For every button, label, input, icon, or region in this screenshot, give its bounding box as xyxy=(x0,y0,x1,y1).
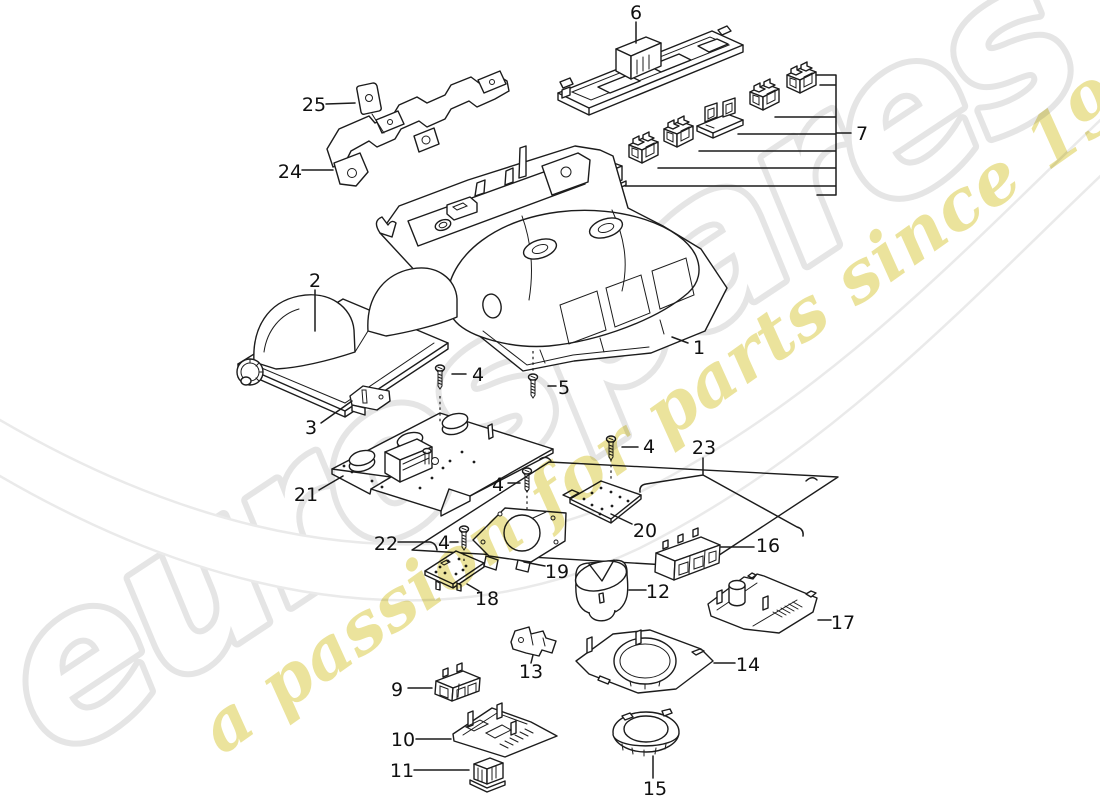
part-16-switch-drawing xyxy=(654,527,721,581)
part-callout-22: 22 xyxy=(374,533,398,555)
part-17-mount-plate-drawing xyxy=(707,572,818,634)
screw-axis-lines xyxy=(439,351,612,561)
part-callout-4: 4 xyxy=(643,436,655,458)
part-15-ring-drawing xyxy=(612,708,680,757)
part-13-clamp-drawing xyxy=(510,626,557,657)
part-11-holder-drawing xyxy=(469,757,506,793)
part-9-switch-drawing xyxy=(434,662,481,702)
part-25-clip-drawing xyxy=(356,82,385,134)
part-14-ring-frame-drawing xyxy=(575,629,714,694)
part-callout-17: 17 xyxy=(831,612,855,634)
part-callout-4: 4 xyxy=(492,474,504,496)
part-callout-12: 12 xyxy=(646,581,670,603)
part-10-plate-drawing xyxy=(452,702,558,758)
exploded-drawing xyxy=(236,21,852,793)
part-callout-13: 13 xyxy=(519,661,543,683)
part-callout-19: 19 xyxy=(545,561,569,583)
part-20-pcb-drawing xyxy=(562,480,642,524)
part-callout-15: 15 xyxy=(643,778,667,800)
part-21-board-drawing xyxy=(331,412,554,517)
part-callout-18: 18 xyxy=(475,588,499,610)
part-callout-20: 20 xyxy=(633,520,657,542)
part-1-housing-drawing xyxy=(375,145,728,372)
part-callout-21: 21 xyxy=(294,484,318,506)
part-12-sensor-drawing xyxy=(574,559,629,622)
part-18-pcb-drawing xyxy=(424,550,485,592)
part-callout-9: 9 xyxy=(391,679,403,701)
part-callout-14: 14 xyxy=(736,654,760,676)
part-callout-23: 23 xyxy=(692,437,716,459)
part-24-bracket-drawing xyxy=(326,70,510,187)
part-callout-1: 1 xyxy=(693,337,705,359)
part-callout-24: 24 xyxy=(278,161,302,183)
part-callout-4: 4 xyxy=(472,364,484,386)
part-callout-6: 6 xyxy=(630,2,642,24)
part-3-latch-drawing xyxy=(349,385,391,416)
part-callout-5: 5 xyxy=(558,377,570,399)
part-callout-16: 16 xyxy=(756,535,780,557)
part-callout-11: 11 xyxy=(390,760,414,782)
part-callout-25: 25 xyxy=(302,94,326,116)
part-callout-10: 10 xyxy=(391,729,415,751)
part-callout-4: 4 xyxy=(438,532,450,554)
part-callout-2: 2 xyxy=(309,270,321,292)
part-callout-7: 7 xyxy=(856,123,868,145)
part-2-holder-drawing xyxy=(236,267,458,418)
callout-leader-lines xyxy=(301,21,852,779)
part-callout-3: 3 xyxy=(305,417,317,439)
